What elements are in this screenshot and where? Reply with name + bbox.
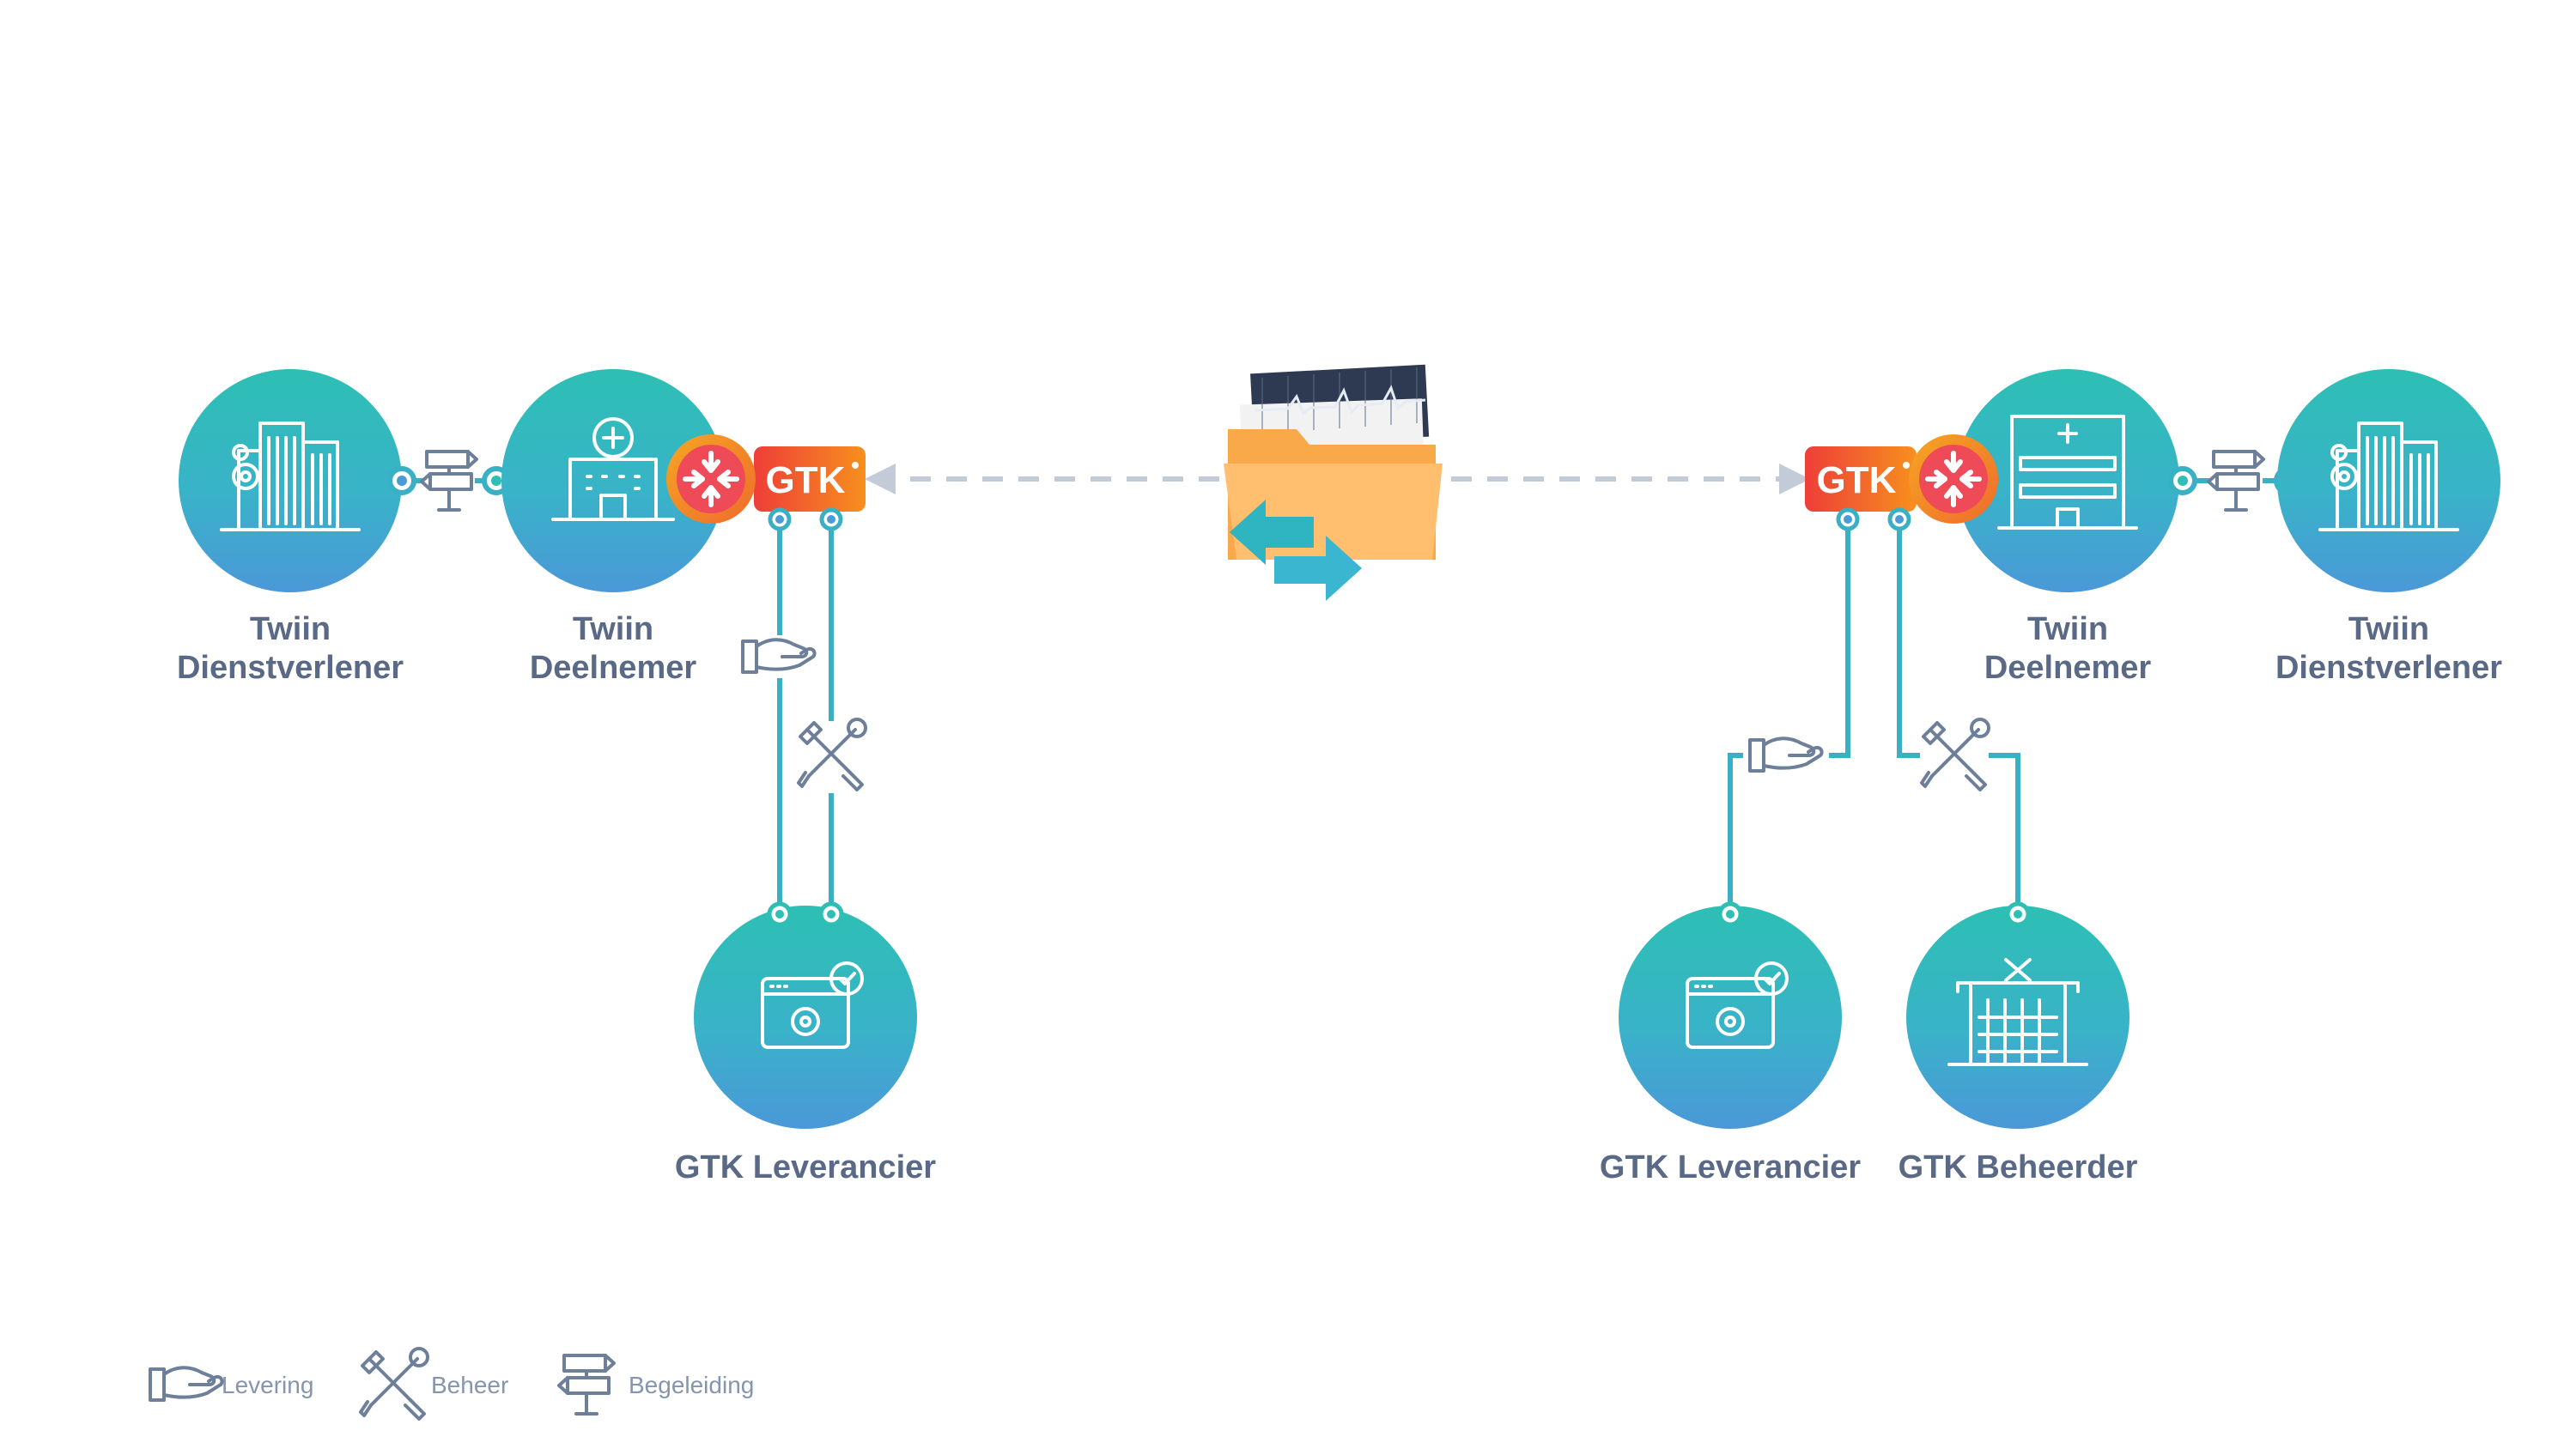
legend-label: Beheer (431, 1372, 508, 1398)
node-label-line1: Twiin (573, 611, 653, 647)
node-label-line2: Deelnemer (1984, 650, 2152, 686)
gtk-ring-icon (1909, 434, 1998, 524)
gtk-label: GTK (766, 459, 846, 501)
node-right-dienstverlener: Twiin Dienstverlener (2275, 369, 2502, 686)
right-beheer-line (1897, 519, 2020, 914)
node-right-leverancier: GTK Leverancier (1600, 901, 1861, 1185)
exchange-arrows-icon (1230, 500, 1362, 601)
node-left-deelnemer: Twiin Deelnemer (501, 369, 725, 686)
hand-icon (149, 1366, 224, 1402)
left-gtk-badge: GTK (666, 434, 866, 531)
gtk-ring-icon (666, 434, 756, 524)
node-label: GTK Beheerder (1899, 1149, 2138, 1185)
node-right-deelnemer: Twiin Deelnemer (1956, 369, 2179, 686)
left-beheer-marker (797, 718, 867, 793)
left-levering-marker (740, 635, 817, 678)
node-label-line1: Twiin (2348, 611, 2429, 647)
node-right-beheerder: GTK Beheerder (1899, 901, 2138, 1185)
tools-icon (359, 1347, 429, 1421)
folder-ecg-icon (1224, 364, 1443, 560)
signpost-icon (557, 1354, 616, 1416)
legend-item-begeleiding: Begeleiding (557, 1354, 754, 1416)
legend-item-beheer: Beheer (359, 1347, 508, 1421)
node-label-line2: Dienstverlener (2275, 650, 2502, 686)
node-label-line2: Deelnemer (530, 650, 697, 686)
node-label: GTK Leverancier (675, 1149, 936, 1185)
node-label-line2: Dienstverlener (177, 650, 404, 686)
legend-item-levering: Levering (149, 1366, 313, 1402)
right-beheer-marker (1920, 718, 1990, 793)
right-levering-line (1728, 519, 1850, 914)
node-label-line1: Twiin (2027, 611, 2108, 647)
node-label-line1: Twiin (250, 611, 331, 647)
legend: Levering Beheer Begeleiding (149, 1347, 754, 1421)
node-left-leverancier: GTK Leverancier (675, 901, 936, 1185)
legend-label: Begeleiding (629, 1372, 754, 1398)
node-left-dienstverlener: Twiin Dienstverlener (177, 369, 404, 686)
node-label: GTK Leverancier (1600, 1149, 1861, 1185)
legend-label: Levering (222, 1372, 313, 1398)
exchange-folder (1224, 364, 1443, 601)
right-levering-marker (1743, 734, 1829, 777)
gtk-label: GTK (1817, 459, 1897, 501)
left-begeleiding-connector (387, 450, 511, 512)
right-gtk-badge: GTK (1805, 446, 1917, 531)
